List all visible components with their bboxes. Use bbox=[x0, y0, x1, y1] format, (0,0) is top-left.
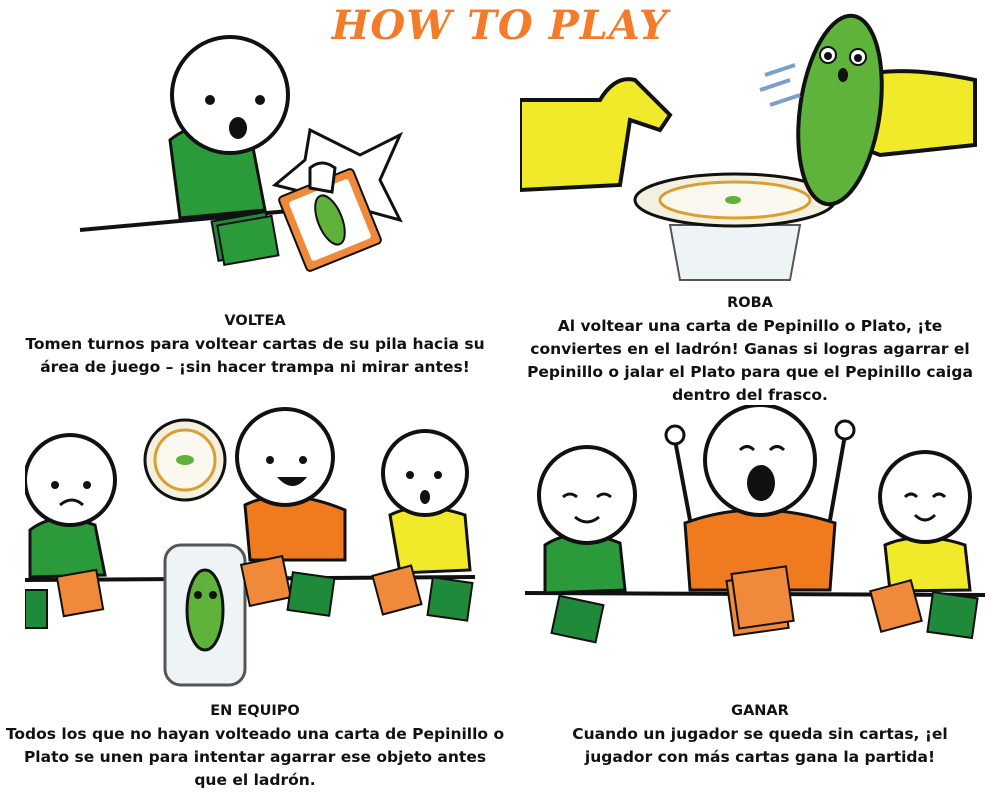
illustration-roba bbox=[520, 5, 980, 285]
step-heading: ROBA bbox=[727, 295, 773, 311]
illustration-ganar bbox=[525, 405, 985, 650]
step-en-equipo: EN EQUIPO Todos los que no hayan voltead… bbox=[5, 700, 505, 792]
step-text: Todos los que no hayan volteado una cart… bbox=[5, 725, 505, 789]
step-heading: GANAR bbox=[731, 703, 789, 719]
step-ganar: GANAR Cuando un jugador se queda sin car… bbox=[560, 700, 960, 769]
illustration-voltea bbox=[60, 20, 420, 290]
step-text: Tomen turnos para voltear cartas de su p… bbox=[25, 335, 485, 376]
step-text: Cuando un jugador se queda sin cartas, ¡… bbox=[572, 725, 948, 766]
page-title: HOW TO PLAY bbox=[331, 2, 669, 49]
step-heading: EN EQUIPO bbox=[210, 703, 300, 719]
step-voltea: VOLTEA Tomen turnos para voltear cartas … bbox=[20, 310, 490, 379]
step-heading: VOLTEA bbox=[224, 313, 286, 329]
illustration-en-equipo bbox=[25, 405, 475, 690]
step-text: Al voltear una carta de Pepinillo o Plat… bbox=[527, 317, 973, 404]
step-roba: ROBA Al voltear una carta de Pepinillo o… bbox=[520, 292, 980, 407]
